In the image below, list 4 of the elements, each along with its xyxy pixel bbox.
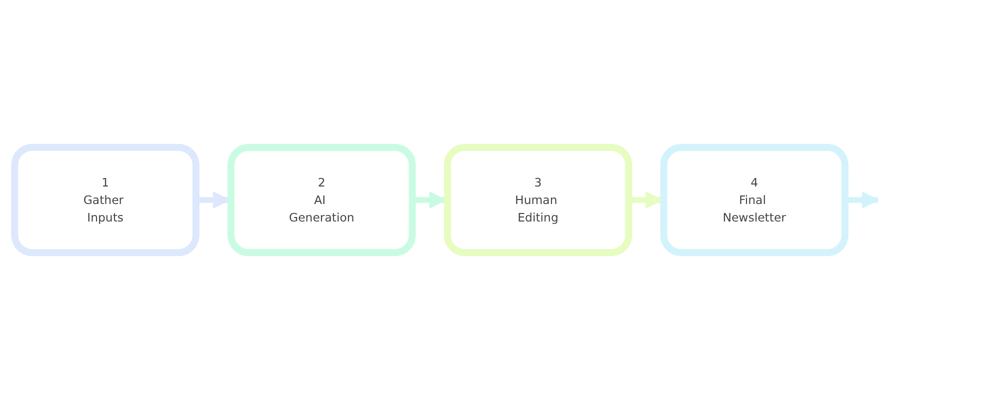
node-box: 4 Final Newsletter [660, 144, 848, 256]
node-box: 3 Human Editing [444, 144, 632, 256]
node-box: 2 AI Generation [228, 144, 416, 256]
node-box: 1 Gather Inputs [11, 144, 200, 256]
